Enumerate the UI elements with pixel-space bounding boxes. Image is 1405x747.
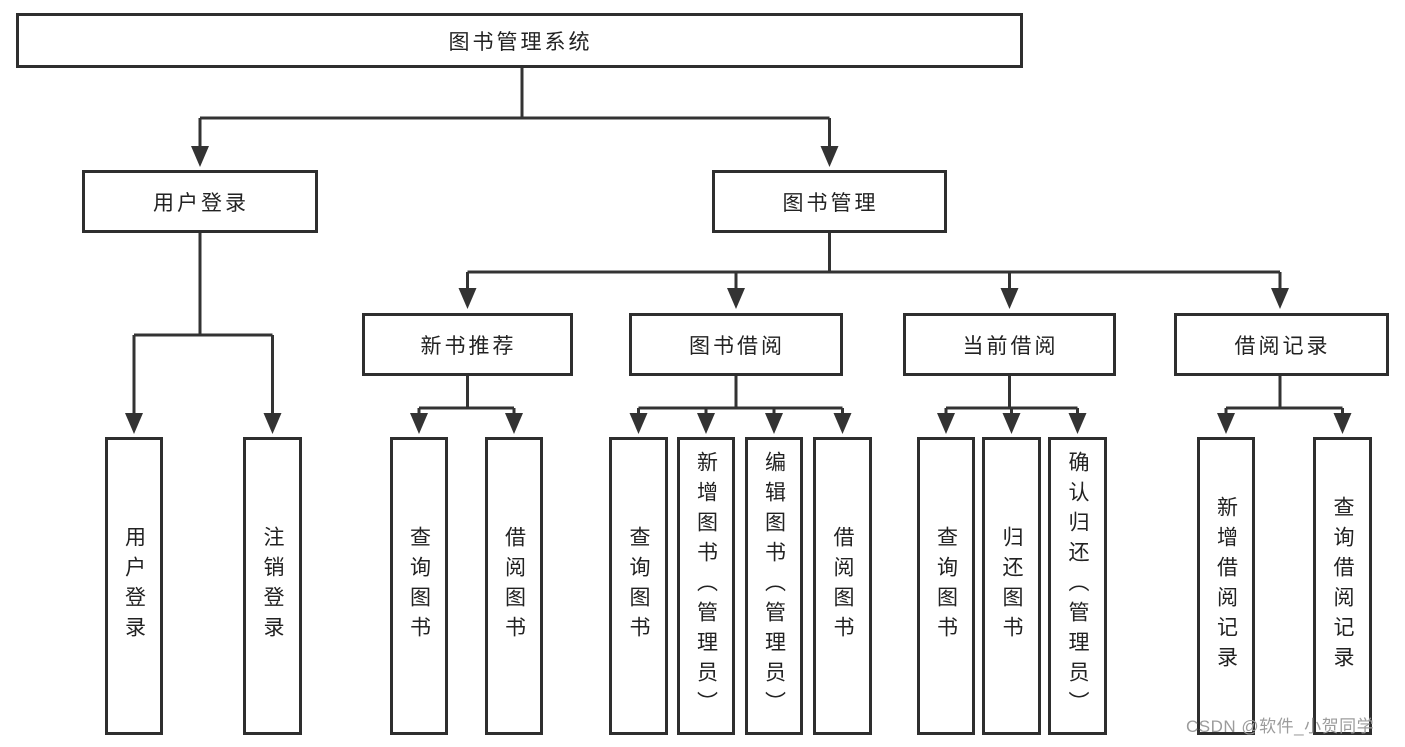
- node-borrow-records-label: 借阅记录: [1234, 334, 1331, 358]
- node-leaf-cb-confirm-return-label: 确认归还（管理员）: [1066, 451, 1089, 721]
- node-leaf-bb-edit-books: 编辑图书（管理员）: [745, 437, 803, 735]
- node-current-borrow-label: 当前借阅: [962, 334, 1059, 358]
- node-book-mgmt: 图书管理: [712, 170, 947, 233]
- node-new-book-rec-label: 新书推荐: [420, 334, 517, 358]
- node-leaf-bb-borrow-books-label: 借阅图书: [831, 526, 854, 646]
- node-book-mgmt-label: 图书管理: [782, 191, 879, 215]
- node-user-login-label: 用户登录: [153, 191, 249, 215]
- node-leaf-cb-query-books-label: 查询图书: [934, 526, 958, 646]
- node-root-label: 图书管理系统: [448, 30, 593, 54]
- node-leaf-rec-query-books: 查询图书: [390, 437, 448, 735]
- node-leaf-br-query-record: 查询借阅记录: [1313, 437, 1372, 735]
- node-leaf-bb-add-books-label: 新增图书（管理员）: [694, 451, 718, 721]
- node-book-borrow: 图书借阅: [629, 313, 843, 376]
- node-leaf-logout: 注销登录: [243, 437, 302, 735]
- node-leaf-rec-query-books-label: 查询图书: [407, 526, 431, 646]
- node-leaf-cb-query-books: 查询图书: [917, 437, 975, 735]
- node-leaf-cb-confirm-return: 确认归还（管理员）: [1048, 437, 1107, 735]
- connector-book-mgmt-to-level3: [458, 233, 1289, 309]
- node-leaf-logout-label: 注销登录: [261, 526, 284, 646]
- node-leaf-rec-borrow-books: 借阅图书: [485, 437, 543, 735]
- node-leaf-bb-borrow-books: 借阅图书: [813, 437, 872, 735]
- connector-borrow-records-to-leaves: [1217, 376, 1352, 434]
- connector-new-book-rec-to-leaves: [410, 376, 523, 434]
- connector-current-borrow-to-leaves: [937, 376, 1087, 434]
- node-leaf-rec-borrow-books-label: 借阅图书: [502, 526, 526, 646]
- node-leaf-cb-return-books: 归还图书: [982, 437, 1041, 735]
- connector-user-login-to-leaves: [125, 233, 282, 434]
- node-leaf-cb-return-books-label: 归还图书: [1000, 526, 1023, 646]
- connector-root-to-level2: [191, 68, 839, 167]
- node-leaf-bb-query-books-label: 查询图书: [627, 526, 650, 646]
- watermark-text: CSDN @软件_小贺同学: [1186, 717, 1375, 736]
- node-user-login: 用户登录: [82, 170, 318, 233]
- node-new-book-rec: 新书推荐: [362, 313, 573, 376]
- connector-book-borrow-to-leaves: [629, 376, 852, 434]
- node-leaf-user-login-label: 用户登录: [122, 526, 146, 646]
- node-book-borrow-label: 图书借阅: [689, 334, 785, 358]
- node-leaf-user-login: 用户登录: [105, 437, 163, 735]
- node-current-borrow: 当前借阅: [903, 313, 1116, 376]
- node-borrow-records: 借阅记录: [1174, 313, 1389, 376]
- node-root: 图书管理系统: [16, 13, 1023, 68]
- node-leaf-br-add-record-label: 新增借阅记录: [1214, 496, 1238, 676]
- node-leaf-bb-edit-books-label: 编辑图书（管理员）: [762, 451, 786, 721]
- node-leaf-br-add-record: 新增借阅记录: [1197, 437, 1255, 735]
- node-leaf-bb-query-books: 查询图书: [609, 437, 668, 735]
- node-leaf-br-query-record-label: 查询借阅记录: [1331, 496, 1354, 676]
- node-leaf-bb-add-books: 新增图书（管理员）: [677, 437, 735, 735]
